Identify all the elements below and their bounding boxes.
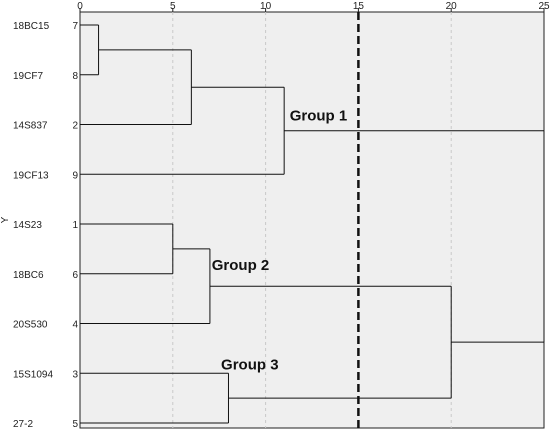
leaf-id-label: 3: [72, 369, 78, 380]
group-annotations: Group 1 Group 2 Group 3: [212, 108, 347, 374]
y-axis-label: Y: [0, 216, 11, 223]
leaf-name-label: 14S23: [13, 220, 42, 231]
leaf-name-label: 18BC6: [13, 270, 44, 281]
x-axis-ticks: 0 5 10 15 20 25: [77, 1, 550, 12]
x-tick-label: 25: [538, 1, 550, 12]
leaf-id-label: 8: [72, 71, 78, 82]
leaf-id-label: 7: [72, 21, 78, 32]
x-tick-label: 0: [77, 1, 83, 12]
leaf-name-label: 15S1094: [13, 369, 53, 380]
group-label: Group 2: [212, 257, 270, 274]
leaf-id-label: 9: [72, 170, 78, 181]
leaf-id-label: 4: [72, 320, 78, 331]
leaf-name-label: 18BC15: [13, 21, 50, 32]
x-tick-label: 10: [260, 1, 272, 12]
x-tick-label: 15: [353, 1, 365, 12]
x-tick-label: 20: [446, 1, 458, 12]
leaf-name-label: 19CF7: [13, 71, 43, 82]
leaf-name-label: 19CF13: [13, 170, 49, 181]
leaf-name-label: 14S837: [13, 121, 48, 132]
leaf-id-label: 1: [72, 220, 78, 231]
leaf-labels: 18BC15 7 19CF7 8 14S837 2 19CF13 9 14S23 1 18BC6 6 2…: [13, 21, 78, 430]
x-tick-label: 5: [170, 1, 176, 12]
leaf-id-label: 5: [72, 419, 78, 430]
group-label: Group 3: [221, 356, 279, 373]
leaf-name-label: 20S530: [13, 320, 48, 331]
leaf-id-label: 6: [72, 270, 78, 281]
dendrogram-branches: [80, 24, 545, 424]
leaf-name-label: 27-2: [13, 419, 33, 430]
group-label: Group 1: [290, 108, 348, 125]
leaf-id-label: 2: [72, 121, 78, 132]
plot-area: [79, 11, 545, 429]
